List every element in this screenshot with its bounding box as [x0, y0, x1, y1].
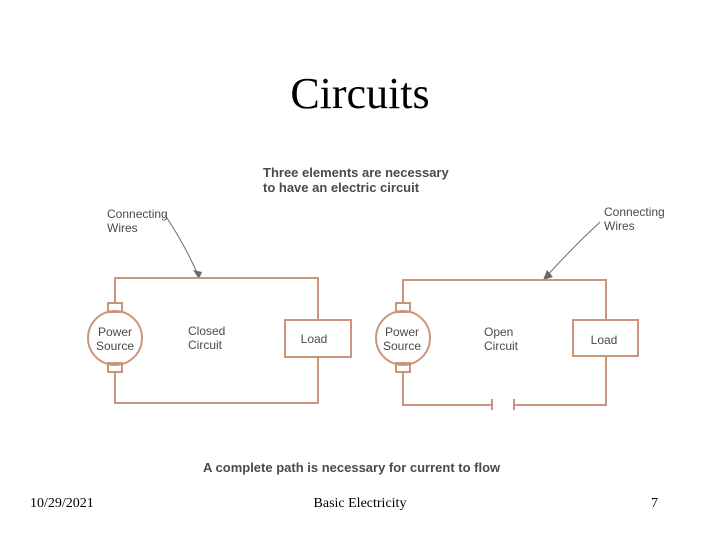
footer-date: 10/29/2021	[30, 496, 94, 511]
diagram-caption: A complete path is necessary for current…	[203, 460, 501, 475]
open-top-wire	[402, 279, 607, 320]
closed-load-label: Load	[301, 332, 328, 346]
closed-circuit-label-line2: Circuit	[188, 338, 223, 352]
open-wires-label-line2: Wires	[604, 219, 635, 233]
open-wires-pointer-arrow	[544, 221, 601, 279]
closed-bottom-wire	[114, 357, 319, 404]
open-source-label-line1: Power	[385, 325, 419, 339]
open-load-box	[572, 319, 639, 357]
closed-source-bottom-terminal	[107, 362, 123, 373]
closed-source-label-line2: Source	[96, 339, 134, 353]
footer-text: Basic Electricity	[313, 496, 407, 511]
open-circuit-label-line1: Open	[484, 325, 513, 339]
closed-load-box	[284, 319, 352, 358]
open-circuit: Connecting Wires Power Source Open Circu…	[375, 205, 665, 410]
open-power-source	[375, 310, 431, 366]
page-number: 7	[651, 496, 658, 511]
closed-top-wire	[114, 277, 319, 320]
open-source-bottom-terminal	[395, 362, 411, 373]
diagram-heading-line2: to have an electric circuit	[263, 180, 420, 195]
closed-wires-pointer-arrow	[164, 214, 200, 278]
closed-source-label-line1: Power	[98, 325, 132, 339]
closed-circuit-label-line1: Closed	[188, 324, 225, 338]
closed-power-source	[87, 310, 143, 366]
open-load-label: Load	[591, 333, 618, 347]
open-bottom-right-wire	[515, 356, 607, 406]
closed-circuit: Connecting Wires Power Source Closed Cir…	[87, 207, 352, 404]
open-circuit-label-line2: Circuit	[484, 339, 519, 353]
open-source-label-line2: Source	[383, 339, 421, 353]
closed-wires-label-line2: Wires	[107, 221, 138, 235]
slide-title: Circuits	[290, 69, 430, 118]
diagram-heading-line1: Three elements are necessary	[263, 165, 449, 180]
closed-wires-label-line1: Connecting	[107, 207, 168, 221]
open-bottom-left-wire	[402, 372, 492, 406]
open-arrowhead	[543, 270, 553, 280]
open-wires-label-line1: Connecting	[604, 205, 665, 219]
closed-arrowhead	[193, 270, 202, 279]
